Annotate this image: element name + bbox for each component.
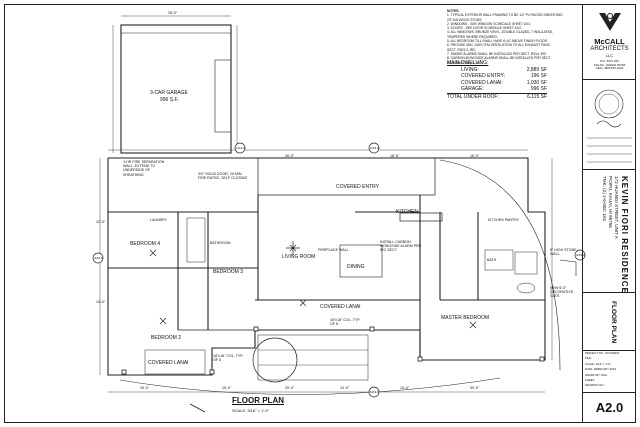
bedroom-3-label: BEDROOM 3 (213, 269, 244, 275)
project-city: POIPU, KAUAI, HI 96756 (608, 176, 613, 228)
note-line: 8. CARBON MONOXIDE ALARMS SHALL BE INSTA… (447, 56, 552, 61)
note-line: 7. SMOKE ALARMS SHALL BE INSTALLED PER S… (447, 51, 548, 56)
area-table: MAIN DWELLING: LIVING:2,889 SF COVERED E… (447, 60, 547, 100)
area-row: COVERED ENTRY:196 SF (461, 73, 547, 79)
dimension: 18'-6" (390, 154, 400, 158)
bedroom-2-label: BEDROOM 2 (151, 335, 182, 341)
drawing-title: FLOOR PLAN (232, 396, 284, 405)
project-block: KEVIN FIORI RESIDENCE 172 HUANGI STREET,… (583, 170, 636, 294)
general-notes: NOTES: 1. TYPICAL EXTERIOR WALL FRAMING … (447, 9, 579, 65)
area-row: LIVING:2,889 SF (461, 66, 547, 73)
note-line: 2. WINDOWS - SEE WINDOW SCHEDULE SHEET A… (447, 21, 531, 26)
project-tmk: TMK: (2) 2-6-002: 161 (602, 176, 607, 222)
dimension: 39'-0" (470, 386, 480, 390)
title-block: McCALL ARCHITECTS LLC P.O. BOX 460 KOLOA… (582, 5, 636, 422)
sheet-number-block: A2.0 (583, 393, 636, 422)
sheet-number: A2.0 (595, 400, 624, 415)
garage-outline (120, 24, 232, 154)
note-line: 4. ALL WINDOWS: BRONZE VINYL, DOUBLE GLA… (447, 30, 554, 35)
master-bath-label: BATH (487, 258, 497, 262)
dimension: 14'-0" (340, 386, 350, 390)
area-row: COVERED LANAI:1,030 SF (461, 79, 547, 86)
architect-stamp (587, 89, 632, 163)
dimension: 25'-0" (140, 386, 150, 390)
firm-logo-icon (598, 13, 621, 31)
dining-label: DINING (347, 264, 365, 270)
note-line: TEMPERED WHERE REQUIRED. (447, 34, 498, 39)
garage-area-label: 996 S.F. (160, 97, 179, 103)
dimension: 29'-0" (285, 386, 295, 390)
garage-label: 3-CAR GARAGE (150, 90, 188, 96)
dimension: 16'-0" (470, 154, 480, 158)
area-heading: MAIN DWELLING: (447, 60, 489, 66)
note-line: R315 AND R315.3, IRC. (447, 60, 483, 65)
drawing-sheet (4, 4, 636, 423)
section-tag: 1/A3.0 (236, 146, 245, 150)
note-line: SECT. R303.3, IRC. (447, 47, 477, 52)
note-line: 5. ALL BEDROOM TILL SHALL HAVE A 44" ABO… (447, 39, 548, 44)
project-meta: PROJECT NO.: KFIORI003 FILE: SCALE: 3/16… (583, 351, 636, 393)
master-bedroom-label: MASTER BEDROOM (441, 315, 490, 321)
firm-name-line3: LLC (605, 53, 614, 58)
column-callout-center: 18"x18" COL. TYP. OF 8 (330, 318, 361, 327)
living-room-label: LIVING ROOM (282, 254, 316, 260)
firm-contact: P.O. BOX 460 KOLOA, HAWAII 96756 CELL: 8… (593, 59, 626, 71)
fire-door-callout: 3/4" SOLID DOOR, 20 MIN FIRE RATED, SELF… (198, 172, 248, 181)
dimension: 26'-0" (285, 154, 295, 158)
section-tag: 4/A3.0 (94, 256, 103, 260)
drawing-scale: SCALE: 3/16" = 1'-0" (232, 408, 270, 413)
dimension: 15'-0" (222, 386, 232, 390)
covered-entry-label: COVERED ENTRY (336, 184, 379, 190)
bedroom-4-label: BEDROOM 4 (130, 241, 161, 247)
covered-lanai-left-label: COVERED LANAI (148, 360, 189, 366)
note-line: 1. TYPICAL EXTERIOR WALL FRAMING TO BE 1… (447, 13, 563, 18)
note-line: OF 2x6 WOOD STUDS. (447, 17, 483, 22)
kitchen-pantry-label: KITCHEN PANTRY (488, 218, 520, 222)
note-line: 3. DOORS - SEE DOOR SCHEDULE SHEET A3.0 (447, 26, 522, 31)
dimension: 28'-0" (168, 11, 178, 15)
dimension: 14'-0" (96, 300, 106, 304)
note-line: 6. PROVIDE MIN. 1000 CFM VENTILATION TO … (447, 43, 551, 48)
co-alarm-callout: INSTALL CARBON MONOXIDE ALARM PER IRC SE… (380, 240, 422, 253)
notes-heading: NOTES: (447, 9, 460, 13)
round-table (252, 337, 298, 383)
fire-wall-callout: 1-HR FIRE SEPARATION WALL, EXTEND TO UND… (123, 160, 165, 177)
dimension: 10'-0" (400, 386, 410, 390)
gate-callout: NEW 6'-0" DECORATIVE GATE (550, 286, 574, 299)
firm-name: McCALL (594, 37, 625, 46)
section-tag: 2/A3.0 (370, 146, 379, 150)
sheet-title: FLOOR PLAN (610, 301, 617, 344)
laundry-label: LAUNDRY (150, 218, 168, 222)
fireplace-label: FIREPLACE WALL (318, 248, 349, 252)
area-row: GARAGE:996 SF (447, 86, 547, 94)
bathroom-label: BATHROOM (210, 241, 231, 245)
section-tag: 5/A3.0 (370, 390, 379, 394)
column-callout-left: 18"x18" COL. TYP. OF 8 (213, 354, 244, 363)
house-outline (107, 157, 546, 376)
stone-wall-callout: 8" HIGH STONE WALL (550, 248, 577, 257)
kitchen-label: KITCHEN (396, 209, 418, 215)
stamp-revision-block (583, 80, 636, 170)
covered-lanai-center-label: COVERED LANAI (320, 304, 361, 310)
project-address: 172 HUANGI STREET, UNIT A (614, 176, 619, 239)
dimension: 12'-0" (96, 220, 106, 224)
firm-name-line2: ARCHITECTS (590, 46, 629, 52)
project-name: KEVIN FIORI RESIDENCE (620, 176, 629, 294)
sheet-title-block: FLOOR PLAN (583, 293, 636, 351)
area-total-row: TOTAL UNDER ROOF:6,115 SF (447, 93, 547, 100)
firm-block: McCALL ARCHITECTS LLC P.O. BOX 460 KOLOA… (583, 5, 636, 80)
section-tag: 3/A3.0 (576, 253, 585, 257)
